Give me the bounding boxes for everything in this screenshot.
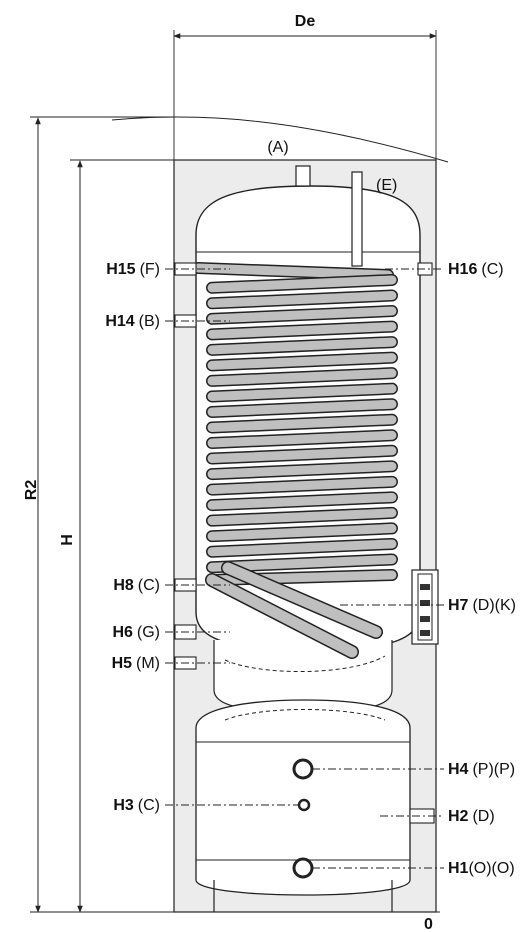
tank-lower-section — [195, 699, 411, 896]
anode-pipe-e — [351, 171, 363, 267]
left-label-h5: H5 (M) — [112, 655, 160, 672]
label-a: (A) — [267, 139, 288, 156]
dim-width-label: De — [295, 13, 316, 30]
lower-coil — [205, 561, 383, 659]
svg-text:H6 (G): H6 (G) — [112, 624, 160, 641]
dim-r2-label: R2 — [23, 480, 40, 501]
svg-text:H8 (C): H8 (C) — [113, 577, 160, 594]
zero-label: 0 — [424, 916, 433, 932]
svg-text:H15 (F): H15 (F) — [106, 261, 160, 278]
right-label-h4: H4 (P)(P) — [448, 761, 515, 778]
left-label-h15: H15 (F) — [106, 261, 160, 278]
left-label-h14: H14 (B) — [105, 313, 160, 330]
left-label-h3: H3 (C) — [113, 797, 160, 814]
right-label-h16: H16 (C) — [448, 261, 504, 278]
port-h1 — [292, 857, 314, 879]
left-label-h8: H8 (C) — [113, 577, 160, 594]
tank-lower-hidden-curve — [224, 709, 386, 721]
svg-text:H14 (B): H14 (B) — [105, 313, 160, 330]
port-h4 — [292, 758, 314, 780]
svg-text:H4 (P)(P): H4 (P)(P) — [448, 761, 515, 778]
svg-text:H2 (D): H2 (D) — [448, 808, 495, 825]
top-fitting-a — [295, 165, 311, 187]
svg-text:H3 (C): H3 (C) — [113, 797, 160, 814]
left-label-h6: H6 (G) — [112, 624, 160, 641]
leader-lines — [165, 268, 444, 869]
heat-exchanger-coil — [192, 262, 398, 586]
right-label-h1: H1(O)(O) — [448, 860, 515, 877]
label-e: (E) — [376, 177, 397, 194]
svg-text:H16 (C): H16 (C) — [448, 261, 504, 278]
flange-h7 — [411, 569, 439, 645]
right-label-h7: H7 (D)(K) — [448, 597, 516, 614]
right-label-h2: H2 (D) — [448, 808, 495, 825]
tilt-arc — [111, 116, 449, 163]
tank-mid-hidden-curve — [224, 655, 386, 673]
dim-h-label: H — [59, 534, 76, 546]
svg-text:H7 (D)(K): H7 (D)(K) — [448, 597, 516, 614]
svg-text:H1(O)(O): H1(O)(O) — [448, 860, 515, 877]
port-h3 — [297, 798, 311, 812]
svg-text:H5 (M): H5 (M) — [112, 655, 160, 672]
